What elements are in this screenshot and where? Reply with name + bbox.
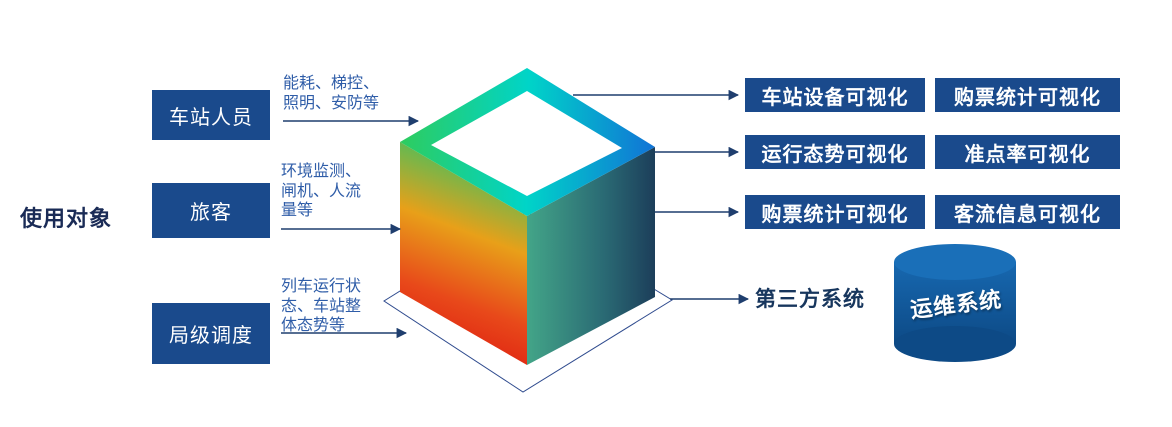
connector-arrows (281, 89, 750, 339)
output-box-ticket-stats-2: 购票统计可视化 (745, 195, 925, 229)
output-box-ticket-stats-1: 购票统计可视化 (935, 78, 1120, 112)
section-label-users: 使用对象 (20, 206, 113, 231)
user-box-dispatch: 局级调度 (152, 303, 270, 364)
note-dispatch: 列车运行状 态、车站整 体态势等 (281, 278, 362, 335)
user-box-station-staff: 车站人员 (152, 90, 270, 140)
output-box-passenger-flow: 客流信息可视化 (935, 195, 1120, 229)
user-box-passengers: 旅客 (152, 183, 270, 238)
note-station-staff: 能耗、梯控、 照明、安防等 (283, 75, 380, 112)
note-passengers: 环境监测、 闸机、人流 量等 (281, 163, 362, 220)
data-cube-graphic (400, 68, 655, 365)
third-party-system-label: 第三方系统 (755, 288, 865, 311)
database-cylinder-icon (894, 244, 1016, 362)
output-box-station-equipment: 车站设备可视化 (745, 78, 925, 112)
output-box-punctuality: 准点率可视化 (935, 135, 1120, 169)
output-box-operation-status: 运行态势可视化 (745, 135, 925, 169)
